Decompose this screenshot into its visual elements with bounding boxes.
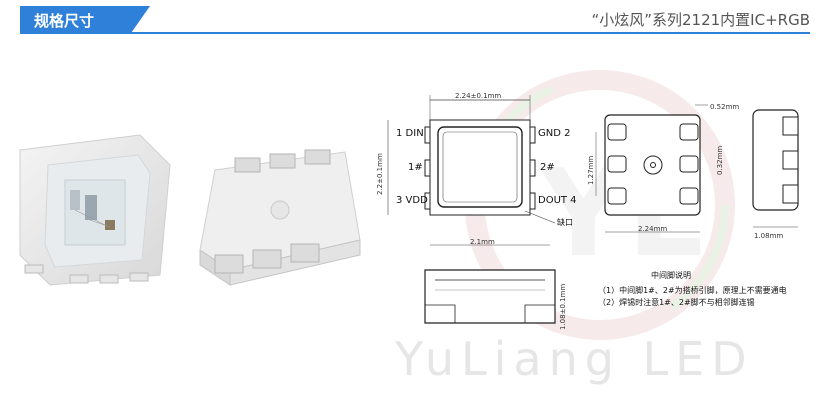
dimension-drawing-pads: 0.52mm 1.27mm 0.32mm 2.24mm [587, 103, 739, 233]
product-title: “小炫风”系列2121内置IC+RGB [591, 11, 810, 29]
pin-label-gnd: GND 2 [538, 128, 570, 139]
notes-line-2: （2）焊锡时注意1#、2#脚不与相邻脚连锡 [598, 298, 755, 307]
dim-pad-height: 0.32mm [716, 146, 724, 175]
dim-pad-pitch: 1.27mm [587, 156, 595, 185]
pin-label-din: 1 DIN [396, 128, 424, 139]
pin-label-vdd: 3 VDD [396, 195, 428, 206]
notes-title: 中间脚说明 [651, 271, 691, 280]
dimension-drawing-front: 2.1mm 1.08±0.1mm [424, 238, 567, 330]
led-photo-bottom [199, 149, 361, 286]
led-photo-top [19, 134, 171, 286]
pin-label-dout: DOUT 4 [538, 195, 577, 206]
dim-pad-total: 2.24mm [638, 225, 667, 233]
section-title-tab [20, 6, 150, 32]
dim-front-width: 2.1mm [470, 238, 495, 246]
section-header: 规格尺寸 “小炫风”系列2121内置IC+RGB [20, 6, 810, 34]
notes-line-1: （1）中间脚1#、2#为搭桥引脚，原理上不需要通电 [598, 286, 787, 295]
dimension-drawing-side: 1.08mm [752, 109, 799, 240]
dim-top-width: 2.24±0.1mm [455, 92, 501, 100]
notch-label: 缺口 [557, 217, 573, 227]
watermark-text: YuLiang LED [395, 332, 754, 386]
dim-side-view: 1.08mm [754, 232, 783, 240]
section-title: 规格尺寸 [34, 12, 95, 30]
dim-side-height: 2.2±0.1mm [376, 153, 384, 195]
dimension-drawing-top: 2.24±0.1mm 2.2±0.1mm 1 DIN 1# 3 VDD GND … [376, 92, 577, 227]
pin-label-1-hash: 1# [408, 162, 423, 173]
pin-label-2-hash: 2# [540, 162, 555, 173]
dim-front-height: 1.08±0.1mm [559, 284, 567, 330]
dim-pad-width: 0.52mm [710, 103, 739, 111]
